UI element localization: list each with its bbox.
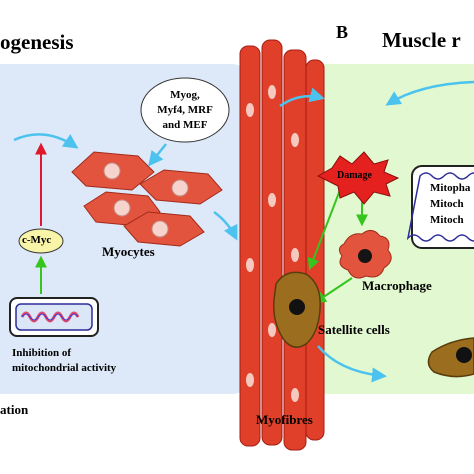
factors-label: Myog, Myf4, MRF and MEF (146, 88, 224, 133)
factor-line: and MEF (162, 119, 208, 131)
myofibre (239, 45, 261, 447)
factor-line: Myog, (170, 89, 200, 101)
arrow-blue (213, 210, 238, 241)
myofibres-label: Myofibres (256, 412, 313, 427)
satellite-nucleus (456, 347, 472, 363)
myocyte (123, 211, 205, 247)
myocytes (71, 151, 223, 247)
left-bottom-label: ation (0, 402, 29, 417)
arrow-blue (148, 143, 167, 167)
inhibition-label: Inhibition of mitochondrial activity (12, 346, 116, 376)
mitochondria-icon (9, 297, 99, 337)
right-panel-background (300, 64, 474, 394)
myocyte (139, 169, 223, 205)
right-panel-title: Muscle r (382, 28, 461, 52)
factor-line: Myf4, MRF (157, 104, 213, 116)
myofibre-nuclei (246, 85, 299, 402)
mito-line: Mitoch (430, 214, 464, 226)
satellite-nucleus (289, 299, 305, 315)
myofibres (239, 39, 325, 451)
myocytes-label: Myocytes (102, 244, 155, 259)
mito-line: Mitopha (430, 182, 471, 194)
myocyte (71, 151, 155, 191)
myc-ellipse (18, 228, 64, 254)
arrow-blue (317, 345, 387, 383)
left-panel-title: ogenesis (0, 30, 74, 54)
inhibition-line: mitochondrial activity (12, 362, 117, 374)
macrophage-nucleus (358, 249, 372, 263)
arrow-blue (385, 80, 474, 106)
mito-box-text: Mitopha Mitoch Mitoch (430, 180, 470, 228)
panel-letter-b: B (336, 22, 349, 42)
factors-bubble (140, 77, 230, 143)
damage-label: Damage (337, 170, 372, 181)
mito-line: Mitoch (430, 198, 464, 210)
myc-label: c-Myc (22, 234, 52, 246)
arrow-blue (13, 133, 79, 149)
arrow-green (314, 277, 353, 304)
myofibre (261, 39, 283, 446)
mitochondria-box-right (406, 165, 474, 249)
myofibre (305, 59, 325, 441)
inhibition-line: Inhibition of (12, 347, 71, 359)
arrow-blue (279, 87, 325, 108)
arrow-green (307, 189, 341, 271)
satellite-cells-label: Satellite cells (318, 322, 390, 337)
damage-burst (316, 151, 400, 205)
macrophage-label: Macrophage (362, 278, 432, 293)
